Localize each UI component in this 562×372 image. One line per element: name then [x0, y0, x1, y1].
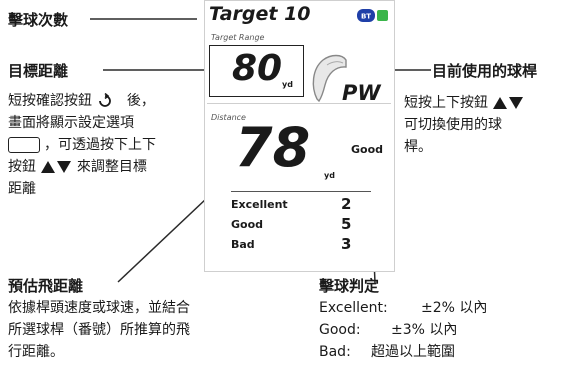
stat-count: 2 [341, 195, 352, 213]
up-down-buttons-icon [493, 97, 524, 109]
current-club-label: 目前使用的球桿 [432, 62, 538, 80]
desc-text: 行距離。 [8, 344, 64, 360]
target-distance-desc: 短按確認按鈕 後， 畫面將顯示設定選項 ，可透過按下上下 按鈕 來調整目標 距離 [8, 90, 208, 200]
judgement-value: Good [351, 143, 384, 156]
estimated-distance-desc: 依據桿頭速度或球速，並結合 所選球桿（番號）所推算的飛 行距離。 [8, 297, 268, 363]
svg-text:BT: BT [361, 13, 371, 21]
target-value: 80 [232, 48, 283, 89]
hit-count-title: Target 10 [209, 3, 311, 25]
judgement-title: 擊球判定 [319, 277, 380, 295]
desc-text: 短按確認按鈕 [8, 93, 92, 109]
desc-text: 所選球桿（番號）所推算的飛 [8, 322, 190, 338]
judgement-rules: Excellent: ±2% 以內 Good: ±3% 以內 Bad: 超過以上範圍 [319, 297, 559, 363]
desc-text: 依據桿頭速度或球速，並結合 [8, 300, 190, 316]
target-range-label: Target Range [211, 33, 265, 42]
up-down-buttons-icon [41, 161, 72, 173]
target-distance-label: 目標距離 [8, 62, 69, 80]
distance-label: Distance [211, 113, 246, 122]
bluetooth-battery-icon: BT [357, 9, 388, 22]
judgement-name: Bad: [319, 344, 351, 360]
desc-text: ，可透過按下上下 [44, 137, 156, 153]
judgement-row: Good: ±3% 以內 [319, 319, 559, 341]
device-screen: Target 10 BT Target Range 80 yd PW Dista… [204, 0, 395, 272]
desc-text: 可切換使用的球 [404, 117, 502, 133]
stat-label: Bad [231, 237, 255, 251]
desc-text: 來調整目標 [76, 159, 147, 175]
divider [207, 103, 391, 104]
golf-club-icon [312, 54, 347, 103]
stat-row: Good 5 [231, 214, 371, 234]
desc-text: 畫面將顯示設定選項 [8, 115, 134, 131]
judgement-row: Bad: 超過以上範圍 [319, 341, 559, 363]
stat-count: 3 [341, 235, 352, 253]
stat-label: Good [231, 217, 264, 231]
stat-row: Excellent 2 [231, 194, 371, 214]
distance-unit: yd [324, 171, 335, 180]
desc-text: 後， [126, 93, 155, 109]
judgement-rule: 超過以上範圍 [371, 344, 455, 360]
stats-table: Excellent 2 Good 5 Bad 3 [231, 191, 371, 254]
stat-row: Bad 3 [231, 234, 371, 254]
current-club-value: PW [342, 81, 381, 105]
settings-box-icon [8, 137, 40, 153]
judgement-rule: ±3% 以內 [391, 322, 458, 338]
desc-text: 桿。 [404, 139, 432, 155]
desc-text: 距離 [8, 181, 36, 197]
judgement-name: Excellent: [319, 300, 388, 316]
desc-text: 短按上下按鈕 [404, 95, 488, 111]
current-club-desc: 短按上下按鈕 可切換使用的球 桿。 [404, 92, 562, 158]
distance-value: 78 [235, 116, 311, 179]
judgement-row: Excellent: ±2% 以內 [319, 297, 559, 319]
stat-count: 5 [341, 215, 352, 233]
judgement-rule: ±2% 以內 [421, 300, 488, 316]
target-range-box: 80 yd [209, 45, 304, 97]
target-unit: yd [282, 80, 293, 89]
estimated-distance-label: 預估飛距離 [8, 277, 84, 295]
stat-label: Excellent [231, 197, 288, 211]
hit-count-label: 擊球次數 [8, 11, 69, 29]
desc-text: 按鈕 [8, 159, 36, 175]
confirm-button-icon [99, 93, 112, 107]
judgement-name: Good: [319, 322, 361, 338]
